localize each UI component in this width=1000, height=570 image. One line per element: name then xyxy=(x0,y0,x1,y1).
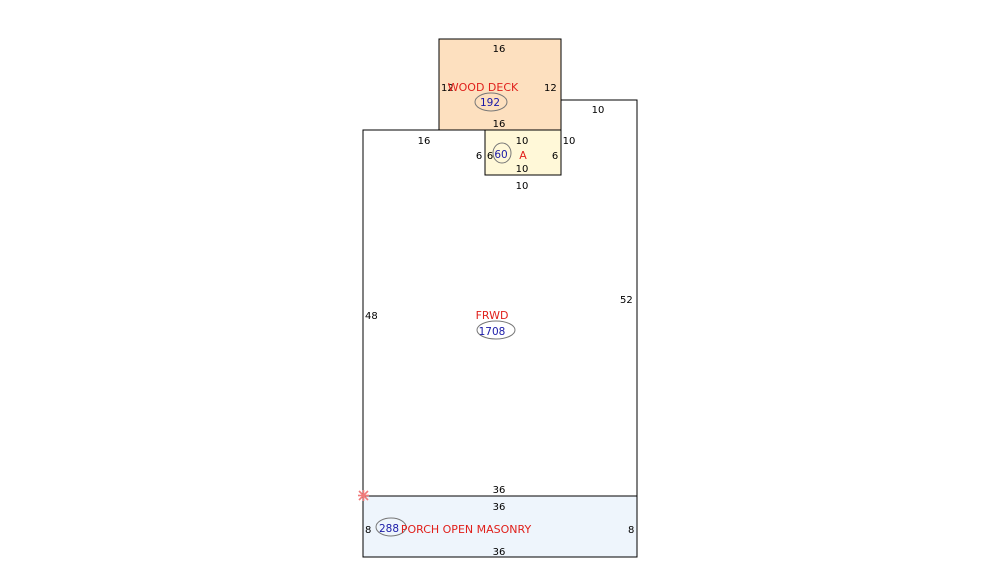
porch-dim-bottom: 36 xyxy=(493,547,506,558)
addition-label: A xyxy=(519,149,527,162)
wood-deck-dim-top: 16 xyxy=(493,44,506,55)
main-dim-top-left: 16 xyxy=(418,136,431,147)
porch-area-oval xyxy=(375,517,407,537)
addition-dim-below: 10 xyxy=(516,181,529,192)
wood-deck-dim-left: 12 xyxy=(441,83,454,94)
addition-dim-left-outer: 6 xyxy=(476,151,482,162)
wood-deck-dim-bottom: 16 xyxy=(493,119,506,130)
addition-dim-left-inner: 6 xyxy=(487,151,493,162)
main-area: 1708 xyxy=(479,326,506,338)
main-dim-bottom: 36 xyxy=(493,485,506,496)
wood-deck-section: 16 12 12 16 WOOD DECK 192 xyxy=(438,38,562,131)
porch-dim-right: 8 xyxy=(628,525,634,536)
main-dim-left: 48 xyxy=(365,311,378,322)
addition-outline xyxy=(484,129,562,176)
addition-dim-right: 6 xyxy=(552,151,558,162)
wood-deck-outline xyxy=(438,38,562,131)
main-label: FRWD xyxy=(476,309,509,322)
addition-dim-top: 10 xyxy=(516,136,529,147)
porch-dim-top: 36 xyxy=(493,502,506,513)
main-dim-top-right: 10 xyxy=(592,105,605,116)
addition-dim-bottom: 10 xyxy=(516,164,529,175)
wood-deck-area-oval xyxy=(474,92,508,112)
porch-area: 288 xyxy=(379,523,399,535)
wood-deck-label: WOOD DECK xyxy=(448,81,519,94)
main-area-oval xyxy=(476,320,516,340)
addition-area: 60 xyxy=(494,149,507,161)
wood-deck-area: 192 xyxy=(480,97,500,109)
porch-dim-left: 8 xyxy=(365,525,371,536)
start-point-marker-icon xyxy=(358,490,369,501)
addition-dim-right-outer: 10 xyxy=(563,136,576,147)
addition-area-oval xyxy=(492,142,512,164)
addition-section: 10 10 6 6 6 10 10 60 A xyxy=(476,129,576,192)
porch-section: 36 8 8 36 288 PORCH OPEN MASONRY xyxy=(362,495,638,558)
porch-outline xyxy=(362,495,638,558)
wood-deck-dim-right: 12 xyxy=(544,83,557,94)
porch-label: PORCH OPEN MASONRY xyxy=(401,523,532,536)
main-dim-right: 52 xyxy=(620,295,633,306)
